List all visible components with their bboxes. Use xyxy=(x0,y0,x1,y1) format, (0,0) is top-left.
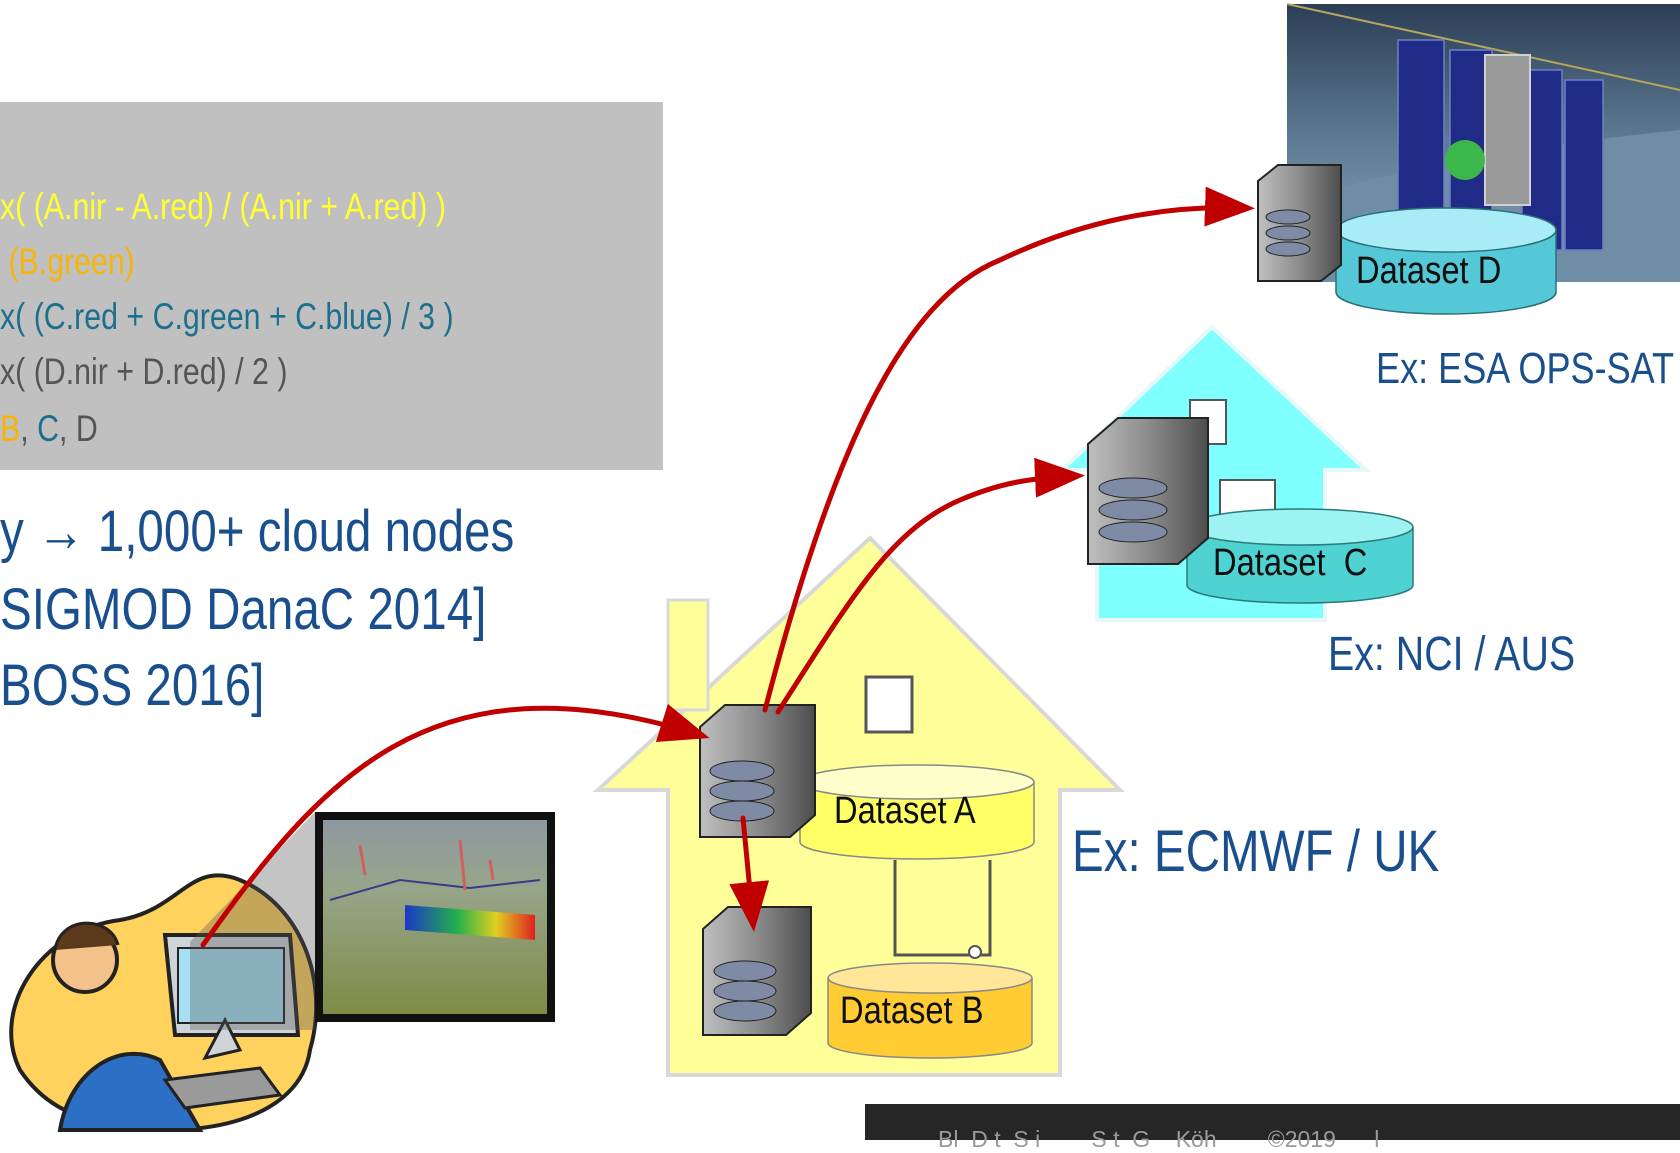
server-a-icon xyxy=(699,704,816,838)
satellite-image xyxy=(1286,3,1680,282)
footer-bar: Bl D t S i S t G Köh ©2019 l xyxy=(865,1104,1680,1152)
query-from-c: C xyxy=(37,408,60,449)
dataset-b-cylinder xyxy=(827,962,1033,1059)
query-line-b: (B.green) xyxy=(0,241,135,282)
headline-line-1: y → 1,000+ cloud nodes xyxy=(0,499,515,564)
arrow-a-to-b xyxy=(729,815,770,932)
arrow-a-to-d xyxy=(762,186,1255,713)
user-computer-illustration xyxy=(9,873,319,1132)
query-from-b: B xyxy=(0,408,21,449)
server-d-icon xyxy=(1257,164,1342,282)
query-line-c: x( (C.red + C.green + C.blue) / 3 ) xyxy=(0,296,454,337)
caption-nci: Ex: NCI / AUS xyxy=(1328,628,1576,681)
arrow-user-to-a xyxy=(200,703,710,948)
arrow-a-to-c xyxy=(775,457,1085,715)
caption-esa: Ex: ESA OPS-SAT xyxy=(1376,344,1675,393)
dataset-b-label: Dataset B xyxy=(840,990,984,1032)
caption-ecmwf: Ex: ECMWF / UK xyxy=(1072,819,1440,884)
query-line-a: x( (A.nir - A.red) / (A.nir + A.red) ) xyxy=(0,186,446,227)
headline-line-2: SIGMOD DanaC 2014] xyxy=(0,577,487,642)
dataset-d-label: Dataset D xyxy=(1356,250,1502,292)
query-from-sep1: , xyxy=(20,408,38,449)
query-line-from: B, C, D xyxy=(0,408,98,450)
query-from-sep2: , D xyxy=(59,408,98,449)
dataset-c-cylinder xyxy=(1186,508,1414,604)
dataset-a-label: Dataset A xyxy=(834,790,976,832)
query-panel: x( (A.nir - A.red) / (A.nir + A.red) ) (… xyxy=(0,102,663,470)
query-line-d: x( (D.nir + D.red) / 2 ) xyxy=(0,351,288,392)
server-b-icon xyxy=(702,906,812,1036)
visualization-screen xyxy=(190,812,555,1030)
headline-line-3: BOSS 2016] xyxy=(0,653,265,718)
dataset-c-label: Dataset C xyxy=(1213,542,1368,584)
dataset-a-cylinder xyxy=(799,764,1035,860)
server-c-icon xyxy=(1087,417,1209,565)
dataset-d-cylinder xyxy=(1335,207,1557,315)
arrows xyxy=(200,186,1255,948)
